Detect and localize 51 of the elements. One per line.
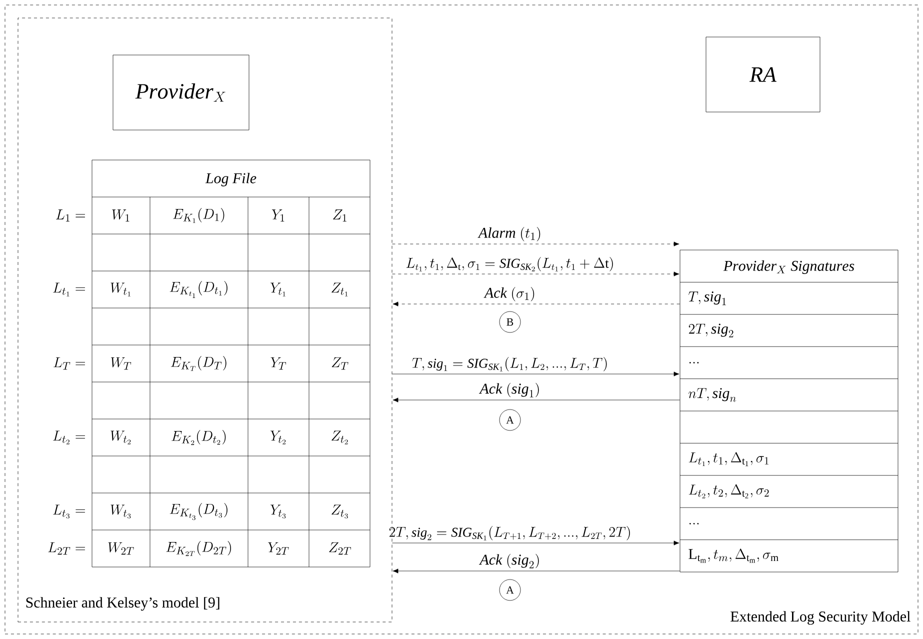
table-entry: $Z_{t_{3}}$ <box>332 504 348 518</box>
table-entry: $Z_{1}$ <box>333 210 346 222</box>
table-entry: $2T, \mathit{sig}_{2}$ <box>688 324 734 338</box>
table-entry: $\mathrm{L}_{\mathrm{t_m}}, t_{m}, \Delta_{\mathrm{t_m}}, \sigma_{\mathrm{m}}$ <box>688 548 778 563</box>
table-entry: $E_{K_{T}}(D_{T})$ <box>170 356 226 371</box>
table-entry: $W_{1}$ <box>112 210 130 222</box>
table-entry: $Z_{2T}$ <box>329 542 352 555</box>
table-entry: $T, \mathit{sig}_{1}$ <box>688 292 726 306</box>
ra-box: $\mathit{RA}$ <box>706 36 820 112</box>
table-entry: $E_{K_{2T}}(D_{2T})$ <box>166 541 231 556</box>
table-entry: $...$ <box>689 362 699 364</box>
circled-letter: A <box>499 579 521 601</box>
table-entry: $Y_{1}$ <box>272 210 284 222</box>
table-entry: $L_{t_{1}}, t_{1}, \Delta_{\mathrm{t_1}}, \sigma_{1}$ <box>688 452 768 466</box>
table-entry: $W_{T}$ <box>110 357 132 370</box>
edge-label: $\mathit{Ack}\ (\mathit{sig}_{1})$ <box>478 382 539 398</box>
arrow <box>392 302 680 306</box>
table-entry: $Z_{T}$ <box>332 357 348 370</box>
arrow <box>392 242 680 246</box>
table-entry: $Z_{t_{2}}$ <box>332 430 348 444</box>
arrow <box>392 398 680 402</box>
table-entry: $Y_{T}$ <box>270 357 286 370</box>
table-entry: $...$ <box>689 523 699 524</box>
table-entry: $E_{K_{1}}(D_{1})$ <box>173 208 224 223</box>
edge-label: $2T, \mathit{sig}_{2} = \mathit{SIG}_{\mathit{SK}_{1}}(L_{T+1}, L_{T+2}, ..., L_{2T}, 2T)$ <box>389 526 630 540</box>
table-entry: $E_{K_{t_{1}}}(D_{t_{1}})$ <box>170 281 228 298</box>
edge-label: $\mathit{Ack}\ (\sigma_{1})$ <box>484 286 534 302</box>
arrow <box>392 540 680 546</box>
table-entry: $W_{t_{1}}$ <box>110 282 130 296</box>
table-entry: $W_{t_{3}}$ <box>110 504 131 518</box>
table-entry: $W_{t_{2}}$ <box>110 430 131 444</box>
edge-label: $T, \mathit{sig}_{1} = \mathit{SIG}_{\mathit{SK}_{1}}(L_{1}, L_{2}, ..., L_{T}, T)$ <box>412 356 607 372</box>
circled-letter: A <box>499 409 521 431</box>
arrow <box>392 568 680 574</box>
edge-label: $L_{t_{1}}, t_{1}, \Delta_{\mathrm{t}}, \sigma_{1} = \mathit{SIG}_{\mathit{SK}_{2}}(L_{t_{1}}, t_{1} + \Delta \mathrm{t})$ <box>406 256 613 272</box>
table-entry: $E_{K_{t_{3}}}(D_{t_{3}})$ <box>170 503 228 520</box>
table-entry: $nT, \mathit{sig}_{n}$ <box>688 388 736 402</box>
table-entry: $Y_{2T}$ <box>268 542 289 555</box>
table-entry: $E_{K_{2}}(D_{t_{2}})$ <box>172 430 226 445</box>
table-entry: $L_{t_{2}}, t_{2}, \Delta_{\mathrm{t_2}}, \sigma_{2}$ <box>688 484 769 498</box>
table-entry: $W_{2T}$ <box>108 542 134 555</box>
arrow <box>392 272 680 276</box>
provider-box: $\mathit{Provider}_{X}$ <box>112 54 250 130</box>
table-entry: $Y_{t_{3}}$ <box>270 504 286 518</box>
table-entry: $Y_{t_{2}}$ <box>270 430 286 444</box>
arrow <box>392 372 680 376</box>
table-entry: $Z_{t_{1}}$ <box>332 282 348 296</box>
circled-letter: B <box>499 311 521 333</box>
edge-label: $\mathit{Alarm}\ (t_{1})$ <box>478 226 540 242</box>
edge-label: $\mathit{Ack}\ (\mathit{sig}_{2})$ <box>478 554 539 568</box>
table-entry: $Y_{t_{1}}$ <box>270 282 286 296</box>
